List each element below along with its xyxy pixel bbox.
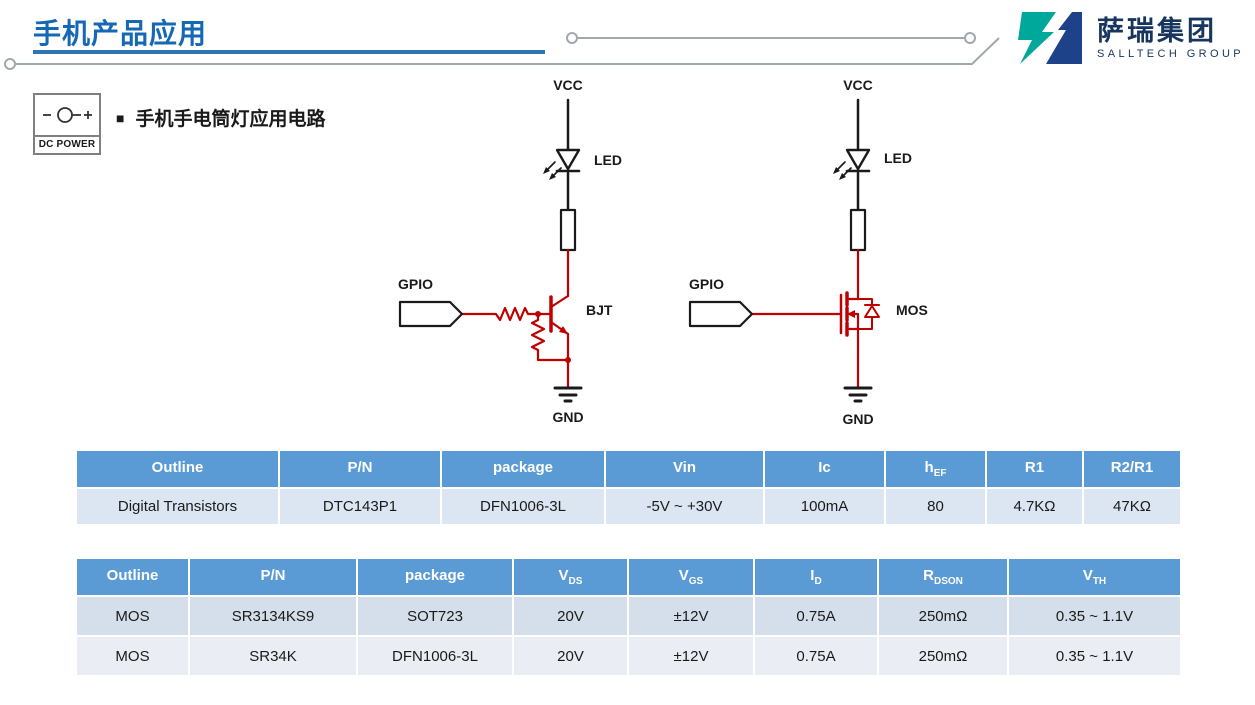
table-cell: SOT723 [356, 595, 514, 637]
table-header-row: Outline P/N package Vin Ic hEF R1 R2/R1 [75, 449, 1182, 489]
column-header: Vin [604, 449, 765, 489]
table-cell: 100mA [763, 487, 886, 526]
dc-power-icon [43, 107, 92, 123]
gnd-icon [843, 386, 873, 403]
table-cell: -5V ~ +30V [604, 487, 765, 526]
table-header-row: Outline P/N package VDS VGS ID RDSON VTH [75, 557, 1182, 597]
table-row: MOS SR3134KS9 SOT723 20V ±12V 0.75A 250m… [75, 595, 1182, 637]
table-cell: 4.7KΩ [985, 487, 1084, 526]
column-header: package [356, 557, 514, 597]
table-cell: Digital Transistors [75, 487, 280, 526]
gpio-connector-icon [688, 300, 754, 328]
decor-lines [4, 32, 1000, 70]
gnd-icon [553, 386, 583, 403]
column-header: Outline [75, 557, 190, 597]
resistor-icon [559, 208, 577, 252]
column-header: ID [753, 557, 879, 597]
table-cell: 0.35 ~ 1.1V [1007, 595, 1182, 637]
led-icon [833, 148, 871, 180]
body-diode-icon [857, 298, 880, 330]
table-cell: DFN1006-3L [356, 635, 514, 677]
table-cell: ±12V [627, 595, 755, 637]
circuit-diagram [398, 98, 880, 403]
pulldown-resistor-icon [530, 312, 570, 362]
table-cell: DFN1006-3L [440, 487, 606, 526]
table-cell: 250mΩ [877, 635, 1009, 677]
bjt-symbol-icon [549, 294, 570, 336]
column-header: hEF [884, 449, 987, 489]
base-resistor-icon [461, 306, 553, 322]
section-heading: ■ 手机手电筒灯应用电路 [116, 104, 325, 131]
table-cell: 20V [512, 595, 629, 637]
section-heading-text: 手机手电筒灯应用电路 [135, 109, 326, 130]
page-title: 手机产品应用 [33, 18, 208, 49]
table-cell: SR34K [188, 635, 358, 677]
column-header: R2/R1 [1082, 449, 1182, 489]
column-header: P/N [188, 557, 358, 597]
led-icon [543, 148, 581, 180]
led-label-left: LED [594, 152, 622, 168]
mos-table: Outline P/N package VDS VGS ID RDSON VTH… [75, 557, 1182, 677]
logo-mark-icon [1018, 12, 1082, 64]
company-logo: 萨瑞集团 SALLTECH GROUP [1012, 8, 1244, 68]
table-cell: 0.75A [753, 635, 879, 677]
table-cell: MOS [75, 635, 190, 677]
led-label-right: LED [884, 150, 912, 166]
table-cell: 0.75A [753, 595, 879, 637]
gnd-label-right: GND [842, 411, 874, 427]
bjt-label: BJT [586, 302, 613, 318]
table-cell: 250mΩ [877, 595, 1009, 637]
transistor-table: Outline P/N package Vin Ic hEF R1 R2/R1 … [75, 449, 1182, 526]
table-cell: DTC143P1 [278, 487, 442, 526]
column-header: R1 [985, 449, 1084, 489]
mos-circuit [688, 98, 880, 403]
table-cell: 20V [512, 635, 629, 677]
gpio-label-left: GPIO [398, 276, 434, 292]
resistor-icon [849, 208, 867, 252]
table-cell: 0.35 ~ 1.1V [1007, 635, 1182, 677]
gpio-connector-icon [398, 300, 464, 328]
gnd-label-left: GND [552, 409, 584, 425]
column-header: VTH [1007, 557, 1182, 597]
table-cell: 47KΩ [1082, 487, 1182, 526]
column-header: VGS [627, 557, 755, 597]
mos-label: MOS [896, 302, 928, 318]
table-row: MOS SR34K DFN1006-3L 20V ±12V 0.75A 250m… [75, 635, 1182, 677]
logo-company-name: 萨瑞集团 [1097, 15, 1217, 46]
title-underline [33, 50, 545, 54]
column-header: Outline [75, 449, 280, 489]
vcc-label-right: VCC [843, 77, 873, 93]
column-header: package [440, 449, 606, 489]
bjt-circuit [398, 98, 583, 403]
column-header: P/N [278, 449, 442, 489]
dc-power-badge: DC POWER [33, 93, 101, 155]
table-row: Digital Transistors DTC143P1 DFN1006-3L … [75, 487, 1182, 526]
dc-power-label: DC POWER [35, 135, 99, 153]
mosfet-symbol-icon [839, 291, 860, 337]
column-header: Ic [763, 449, 886, 489]
logo-company-name-en: SALLTECH GROUP [1097, 48, 1245, 61]
column-header: VDS [512, 557, 629, 597]
square-bullet-icon: ■ [116, 109, 125, 126]
table-cell: ±12V [627, 635, 755, 677]
table-cell: 80 [884, 487, 987, 526]
gpio-label-right: GPIO [689, 276, 725, 292]
table-cell: SR3134KS9 [188, 595, 358, 637]
column-header: RDSON [877, 557, 1009, 597]
vcc-label-left: VCC [553, 77, 583, 93]
table-cell: MOS [75, 595, 190, 637]
